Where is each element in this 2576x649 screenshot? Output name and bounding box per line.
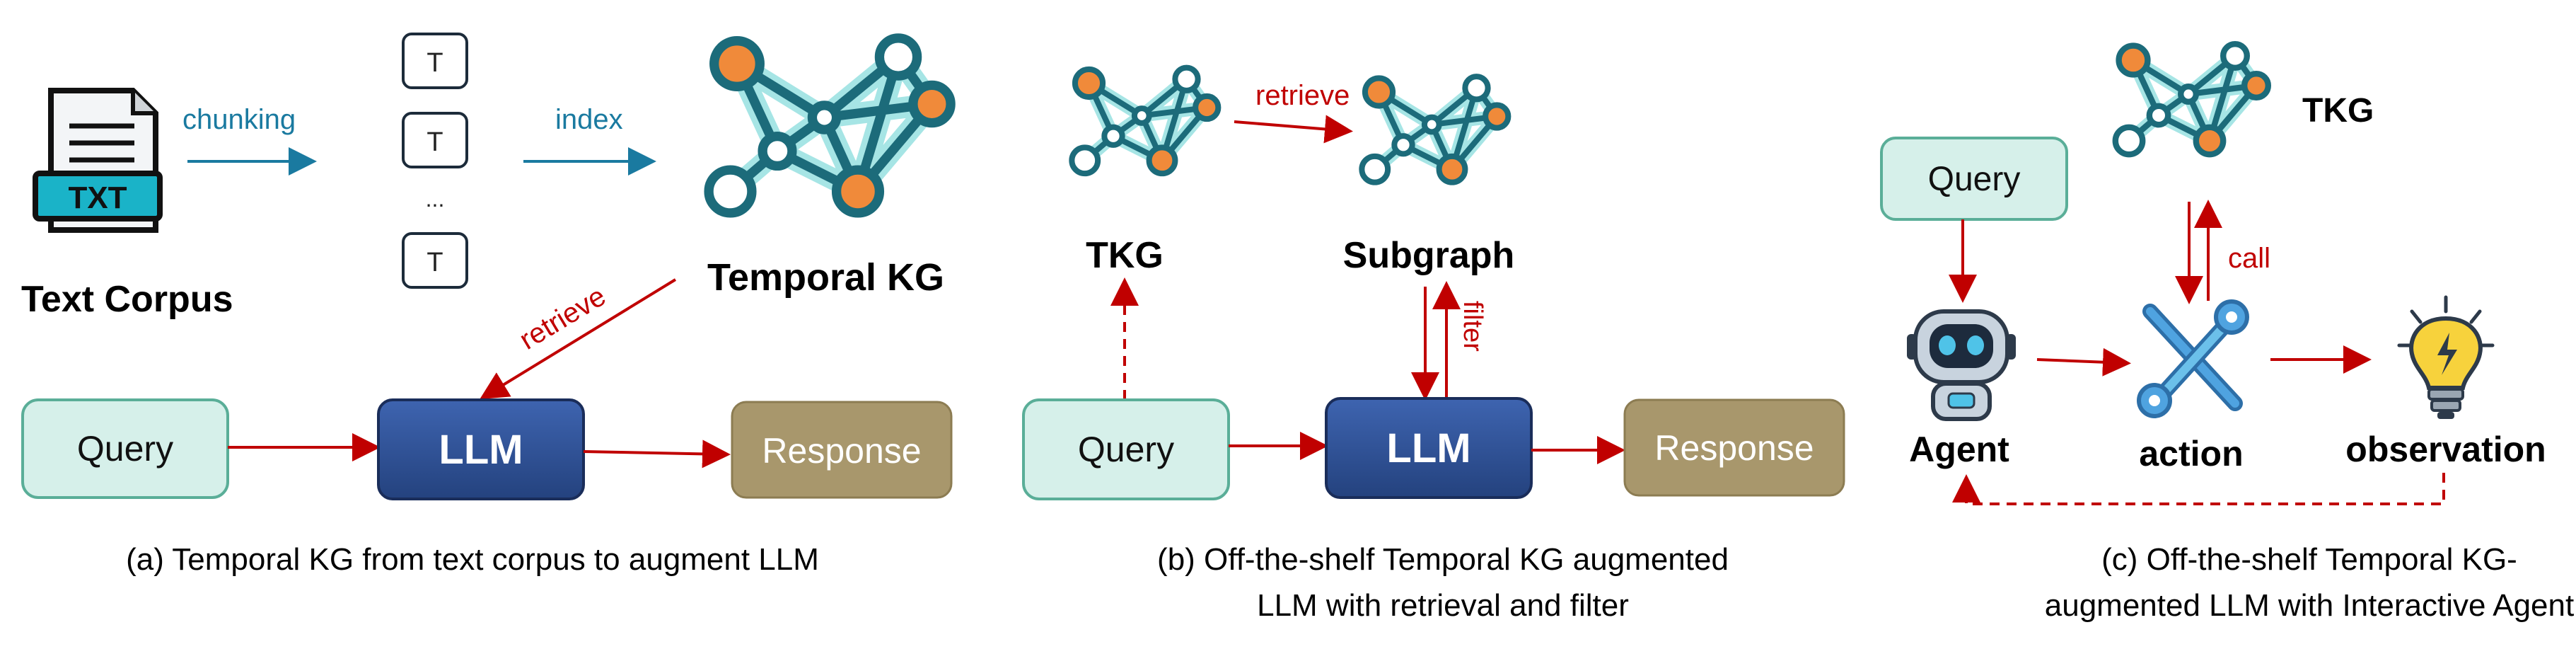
knowledge-graph-icon [1362, 76, 1508, 183]
panel-b: TKG retrieve Subgraph filter Query LLM R… [1022, 68, 1845, 623]
panel-a: TXT Text Corpus chunking T T ... T index… [21, 34, 951, 577]
response-label: Response [762, 431, 921, 471]
query-label: Query [77, 429, 173, 469]
token-chunks: T T ... T [402, 33, 468, 289]
query-box [1880, 137, 2068, 221]
token-box [402, 112, 468, 168]
knowledge-graph-icon [2116, 44, 2268, 154]
call-label: call [2228, 243, 2270, 274]
panel-c: Query TKG call Agent [1880, 44, 2574, 623]
knowledge-graph-icon [709, 38, 951, 213]
txt-icon-label: TXT [68, 180, 127, 215]
observation-to-agent-arrow [1952, 473, 2445, 505]
response-box [731, 401, 953, 499]
caption-b-line1: (b) Off-the-shelf Temporal KG augmented [1157, 542, 1729, 577]
lightbulb-icon [2397, 295, 2495, 419]
caption-c-line2: augmented LLM with Interactive Agent [2045, 588, 2574, 623]
agent-to-action-arrow [2036, 348, 2131, 377]
response-label: Response [1654, 428, 1814, 468]
caption-c-line1: (c) Off-the-shelf Temporal KG- [2101, 542, 2517, 577]
action-label: action [2139, 434, 2243, 473]
token-label: T [427, 48, 443, 78]
caption-b-line2: LLM with retrieval and filter [1257, 588, 1629, 623]
retrieve-label: retrieve [514, 280, 611, 355]
token-label: T [427, 248, 443, 277]
retrieve-label: retrieve [1255, 80, 1350, 111]
token-label: T [427, 127, 443, 157]
filter-label: filter [1458, 301, 1487, 352]
llm-box [377, 398, 585, 500]
llm-label: LLM [1386, 425, 1470, 471]
retrieve-arrow [1234, 115, 1353, 144]
agent-label: Agent [1909, 430, 2009, 469]
chunking-label: chunking [182, 104, 296, 135]
retrieve-arrow [480, 278, 677, 400]
index-label: index [555, 104, 623, 135]
ellipsis-label: ... [426, 186, 445, 212]
subgraph-label: Subgraph [1343, 235, 1515, 276]
response-box [1623, 398, 1845, 497]
temporal-kg-label: Temporal KG [707, 256, 944, 299]
observation-label: observation [2345, 430, 2546, 469]
llm-box [1325, 397, 1533, 499]
token-box [402, 232, 468, 289]
token-box [402, 33, 468, 89]
llm-label: LLM [439, 427, 523, 473]
knowledge-graph-icon [1072, 68, 1218, 174]
query-box [1022, 398, 1230, 500]
query-label: Query [1078, 430, 1174, 469]
llm-to-response-arrow [583, 440, 731, 469]
txt-file-icon: TXT [33, 88, 163, 233]
tkg-label: TKG [2302, 92, 2374, 130]
tkg-label: TKG [1086, 235, 1164, 276]
caption-a: (a) Temporal KG from text corpus to augm… [126, 542, 819, 577]
query-label: Query [1928, 161, 2021, 198]
text-corpus-label: Text Corpus [21, 279, 233, 320]
tools-icon [2137, 299, 2249, 418]
robot-icon [1907, 309, 2016, 421]
